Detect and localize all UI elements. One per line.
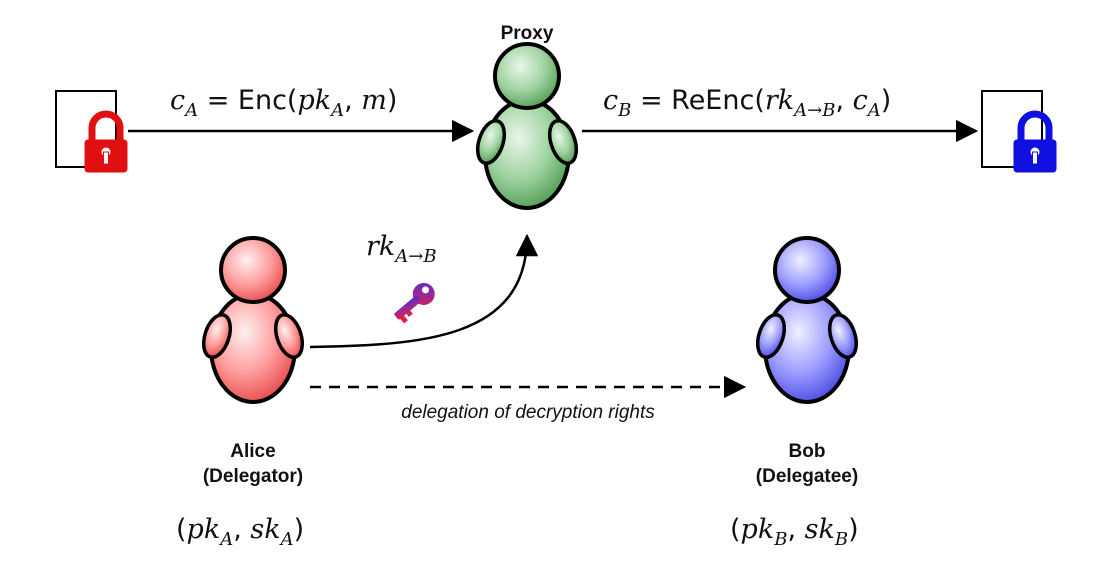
formula-rk: rkA→B bbox=[366, 231, 437, 267]
delegation-caption: delegation of decryption rights bbox=[401, 402, 655, 423]
bob-keys: (pkB, skB) bbox=[730, 514, 859, 550]
formula-cb: cB = ReEnc(rkA→B, cA) bbox=[603, 85, 891, 121]
person-icon bbox=[196, 236, 310, 404]
formula-ca: cA = Enc(pkA, m) bbox=[170, 85, 397, 121]
alice-name: Alice bbox=[230, 441, 275, 462]
key-icon bbox=[394, 283, 435, 324]
alice-keys: (pkA, skA) bbox=[176, 514, 304, 550]
person-icon bbox=[750, 236, 864, 404]
alice-role: (Delegator) bbox=[203, 466, 303, 487]
bob-name: Bob bbox=[789, 441, 826, 462]
person-icon bbox=[470, 42, 584, 210]
arrow-alice-to-proxy bbox=[309, 233, 539, 349]
ciphertext-b-document bbox=[981, 90, 1056, 172]
ciphertext-a-document bbox=[55, 90, 127, 172]
proxy-label: Proxy bbox=[501, 23, 554, 44]
bob-role: (Delegatee) bbox=[756, 466, 858, 487]
